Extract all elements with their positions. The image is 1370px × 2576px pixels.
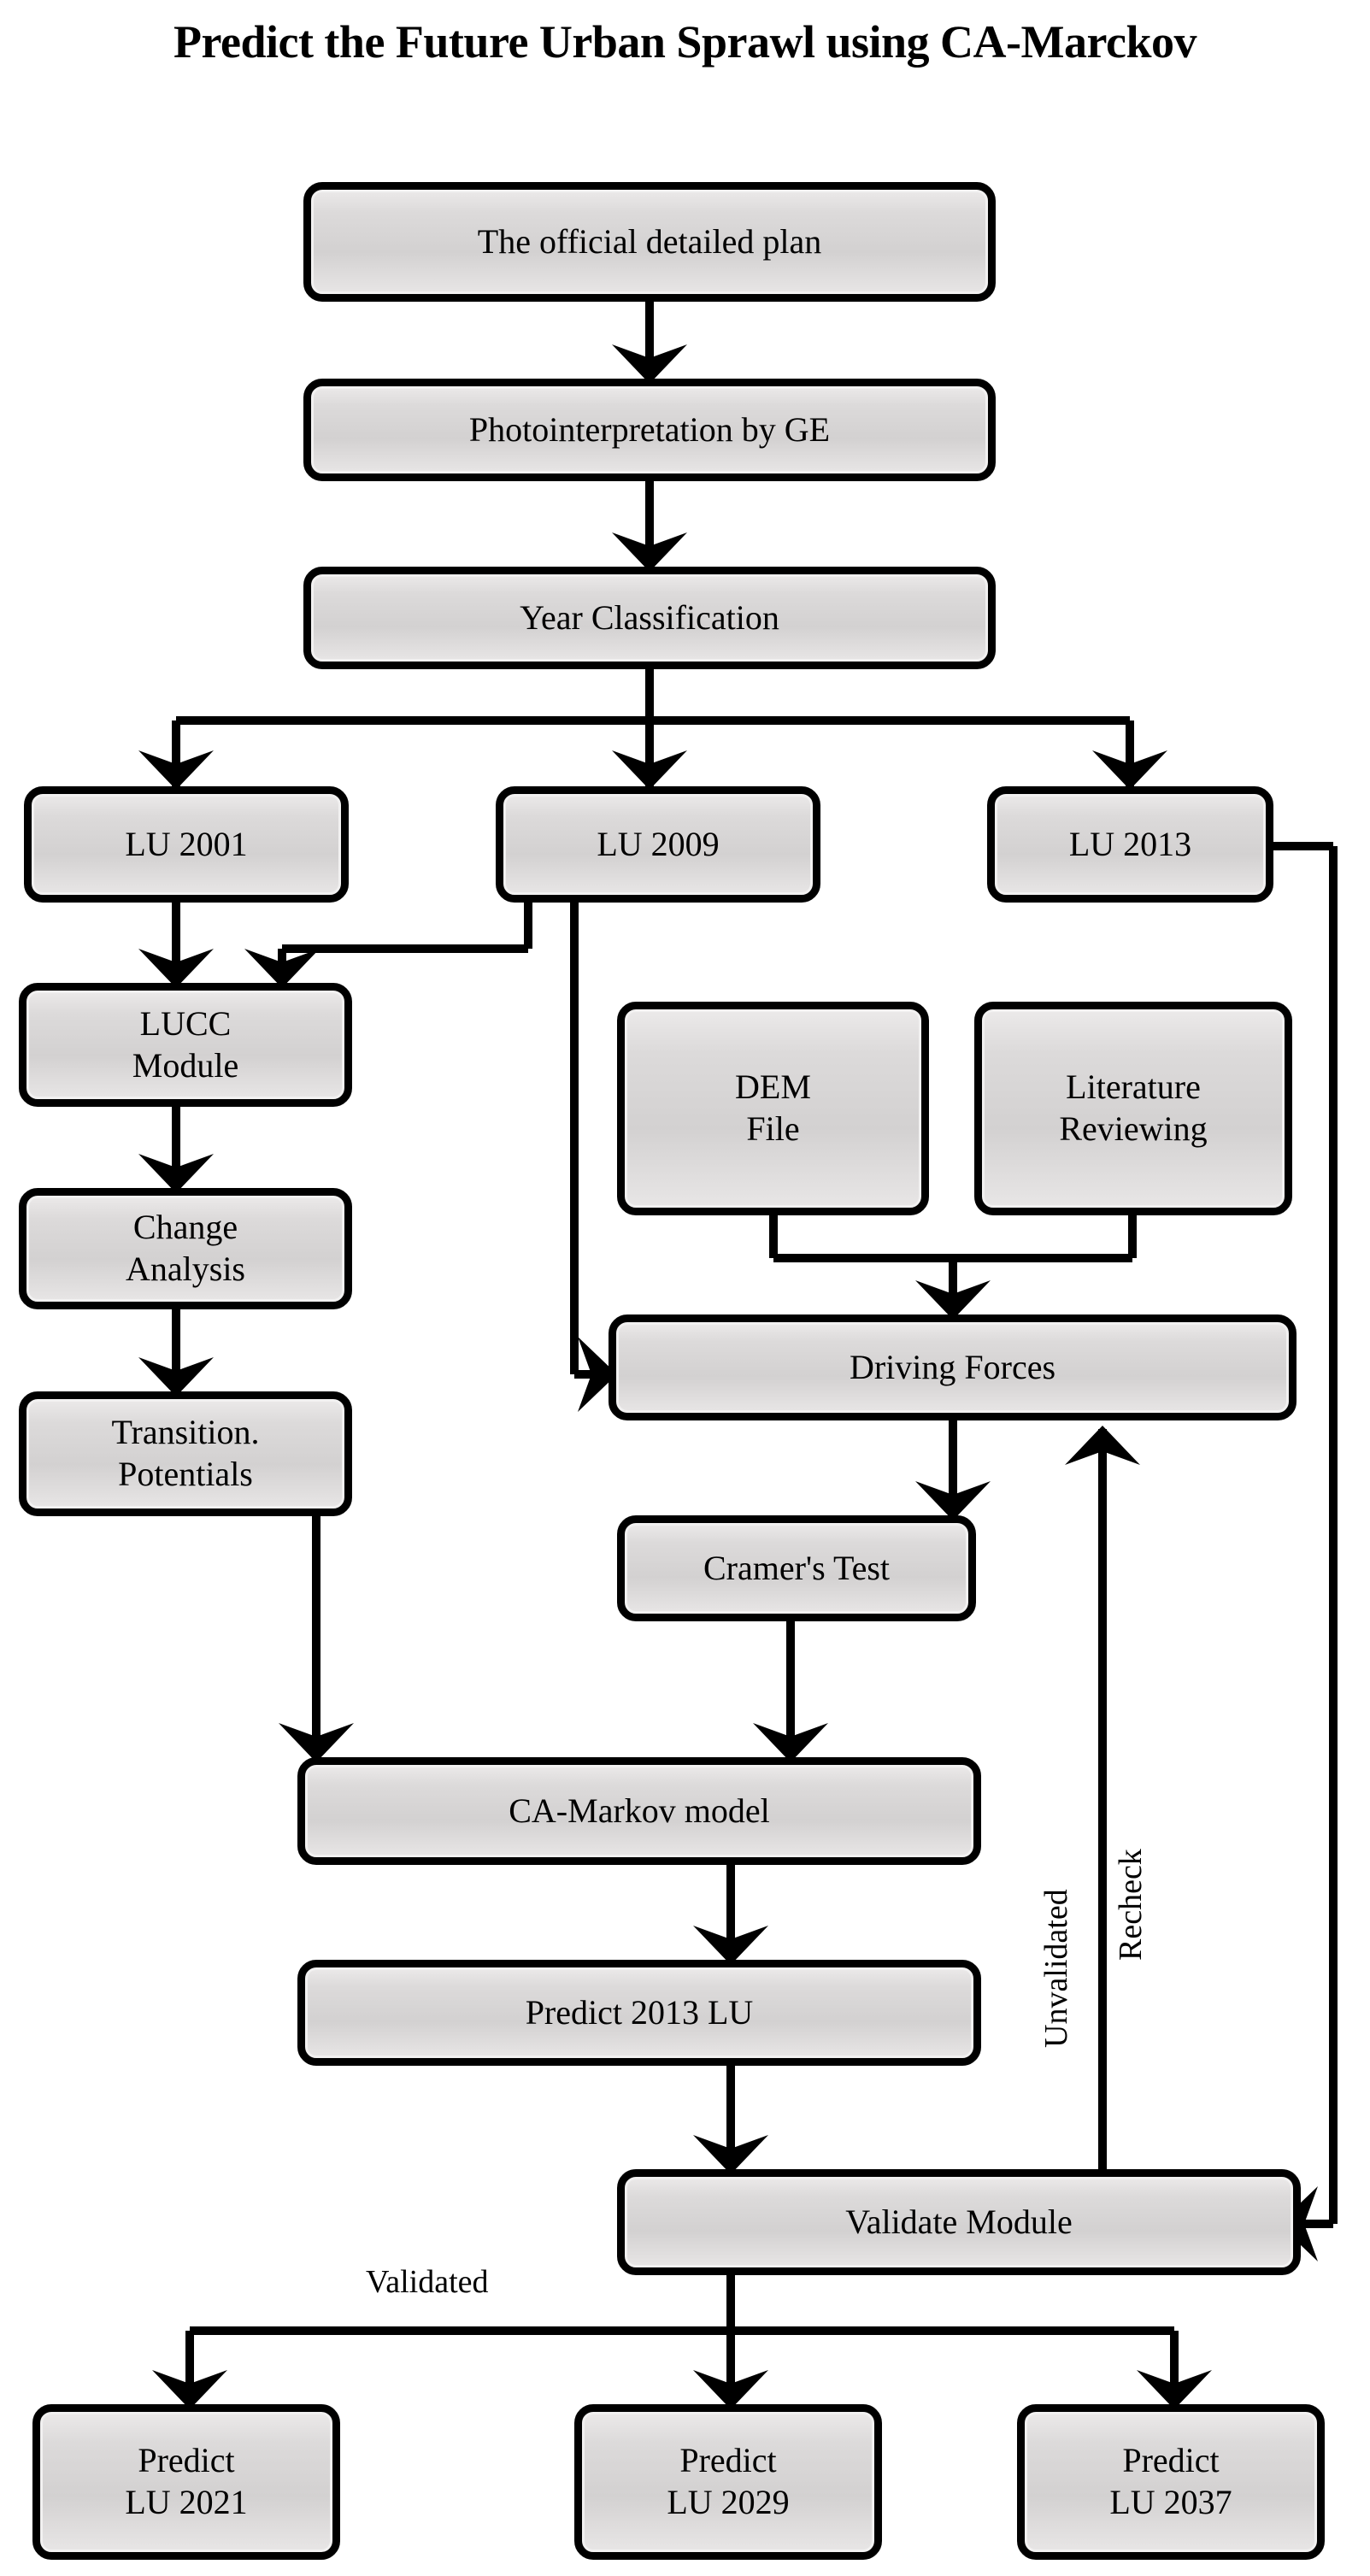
node-lu-2009[interactable]: LU 2009 (496, 786, 820, 903)
edge-label-recheck: Recheck (1113, 1849, 1149, 1961)
node-predict-2013-lu[interactable]: Predict 2013 LU (297, 1960, 981, 2066)
node-transition-potentials[interactable]: Transition. Potentials (19, 1391, 352, 1516)
node-predict-lu-2021[interactable]: Predict LU 2021 (32, 2404, 340, 2560)
node-lu-2013[interactable]: LU 2013 (987, 786, 1273, 903)
node-driving-forces[interactable]: Driving Forces (609, 1314, 1297, 1420)
node-literature-reviewing[interactable]: Literature Reviewing (974, 1002, 1292, 1215)
node-predict-lu-2029[interactable]: Predict LU 2029 (574, 2404, 882, 2560)
node-ca-markov-model[interactable]: CA-Markov model (297, 1757, 981, 1865)
page-title: Predict the Future Urban Sprawl using CA… (173, 16, 1197, 68)
connector-group (138, 301, 1338, 2410)
node-dem-file[interactable]: DEM File (617, 1002, 929, 1215)
node-validate-module[interactable]: Validate Module (617, 2169, 1301, 2275)
edge-label-unvalidated: Unvalidated (1038, 1889, 1074, 2048)
node-predict-lu-2037[interactable]: Predict LU 2037 (1017, 2404, 1325, 2560)
node-change-analysis[interactable]: Change Analysis (19, 1188, 352, 1309)
node-year-classification[interactable]: Year Classification (303, 567, 996, 669)
node-photointerpretation[interactable]: Photointerpretation by GE (303, 379, 996, 481)
node-lucc-module[interactable]: LUCC Module (19, 983, 352, 1107)
node-official-plan[interactable]: The official detailed plan (303, 182, 996, 302)
node-cramers-test[interactable]: Cramer's Test (617, 1515, 976, 1621)
edge-label-validated: Validated (366, 2264, 489, 2300)
node-lu-2001[interactable]: LU 2001 (24, 786, 349, 903)
